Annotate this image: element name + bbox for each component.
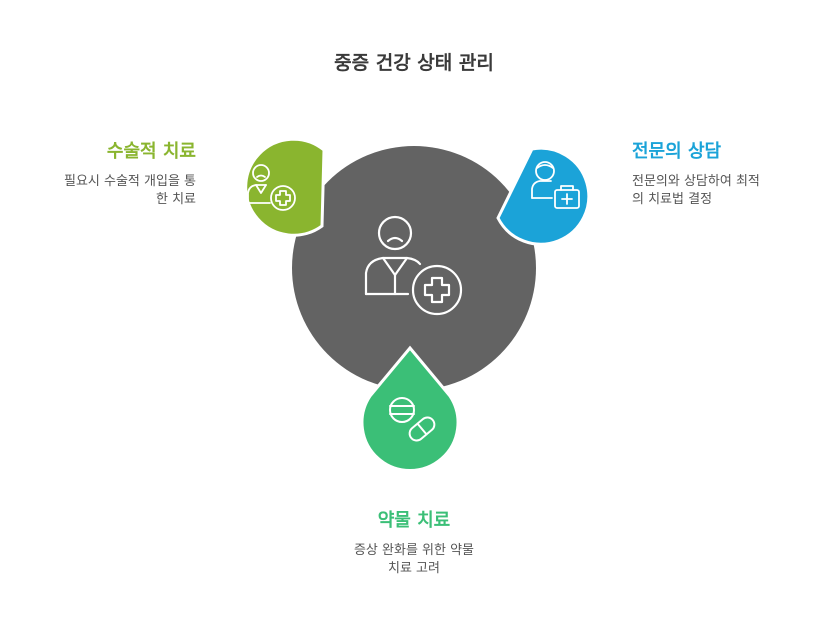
patient-with-medical-cross-icon	[247, 164, 296, 211]
patient-with-medical-cross-icon	[364, 215, 463, 316]
medication-heading: 약물 치료	[377, 510, 451, 531]
medication-drop	[360, 345, 460, 473]
surgery-heading: 수술적 치료	[106, 141, 196, 162]
pills-icon	[389, 397, 436, 442]
surgery-description-line: 필요시 수술적 개입을 통	[64, 174, 196, 189]
surgery-drop	[244, 137, 326, 237]
medication-description: 증상 완화를 위한 약물 치료 고려	[0, 542, 828, 578]
specialist-description: 전문의와 상담하여 최적 의 치료법 결정	[632, 173, 760, 209]
surgery-description-line: 한 치료	[155, 192, 196, 207]
center-circle	[292, 146, 536, 390]
specialist-description-line: 전문의와 상담하여 최적	[632, 174, 760, 189]
doctor-with-medical-kit-icon	[531, 161, 580, 209]
surgery-description: 필요시 수술적 개입을 통 한 치료	[64, 173, 196, 209]
specialist-drop	[496, 146, 591, 246]
medication-description-line: 치료 고려	[388, 561, 440, 576]
specialist-description-line: 의 치료법 결정	[632, 192, 713, 207]
specialist-heading: 전문의 상담	[632, 141, 722, 162]
medication-description-line: 증상 완화를 위한 약물	[353, 543, 475, 558]
page-title: 중증 건강 상태 관리	[334, 52, 494, 74]
